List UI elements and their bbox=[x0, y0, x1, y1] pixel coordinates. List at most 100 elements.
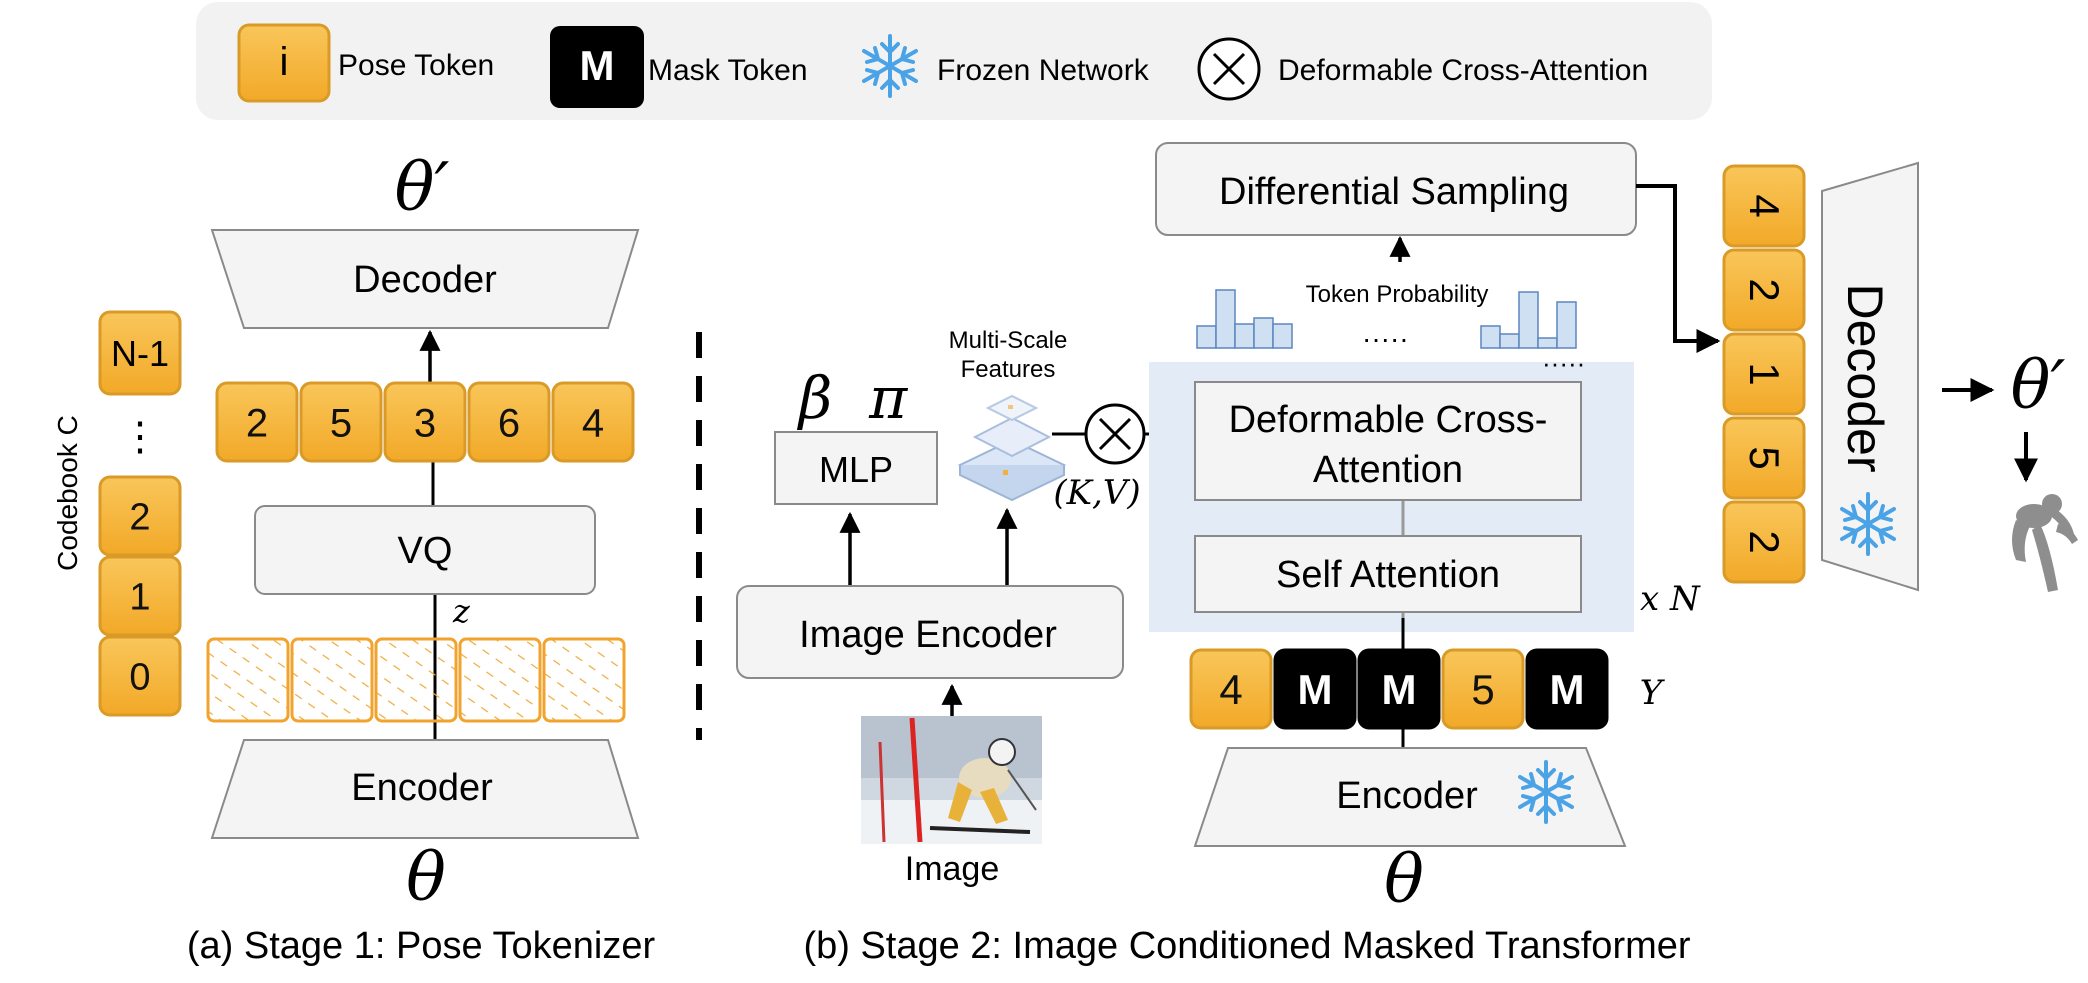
stage1-token-box bbox=[467, 381, 551, 463]
latent-block bbox=[542, 637, 626, 723]
histogram-bar bbox=[1234, 323, 1255, 349]
stage2-beta-pi: β π bbox=[797, 364, 908, 432]
latent-block bbox=[374, 637, 458, 723]
output-token-label: 2 bbox=[1741, 530, 1788, 553]
stage1-token-box bbox=[299, 381, 383, 463]
legend-frozen-label: Frozen Network bbox=[937, 54, 1150, 87]
pose-token-box bbox=[1441, 648, 1525, 730]
stage2-encoder-label: Encoder bbox=[1336, 775, 1478, 817]
output-token: 4 bbox=[1722, 164, 1806, 248]
legend-mask-token-label: Mask Token bbox=[648, 54, 808, 87]
pose-token-label: 4 bbox=[1219, 666, 1242, 713]
input-image-skier bbox=[861, 716, 1042, 844]
multiscale-label-line2: Features bbox=[961, 356, 1056, 383]
histogram-bar bbox=[1499, 333, 1520, 349]
legend-cross-attention-icon bbox=[1197, 37, 1261, 101]
mask-token-box bbox=[1525, 648, 1609, 730]
stage1-z-label: z bbox=[452, 592, 471, 630]
stage1-token-label: 5 bbox=[330, 401, 352, 445]
multiscale-label-line1: Multi-Scale bbox=[949, 327, 1068, 354]
stage1-token-label: 6 bbox=[498, 401, 520, 445]
kv-label: (K,V) bbox=[1053, 473, 1140, 513]
token-probability-histogram-left bbox=[1196, 289, 1293, 349]
stage1-decoder-label: Decoder bbox=[353, 259, 497, 301]
sampling-to-tokens-arrow bbox=[1636, 184, 1721, 353]
stage1-token: 3 bbox=[383, 381, 467, 463]
stage1-token-box bbox=[215, 381, 299, 463]
deformable-cross-attention-line2: Attention bbox=[1313, 449, 1463, 491]
legend-pose-token bbox=[237, 23, 331, 103]
histogram-bar bbox=[1518, 291, 1539, 349]
codebook-token-label: 1 bbox=[129, 577, 150, 619]
deformable-cross-attention-block bbox=[1194, 381, 1582, 501]
stage1-token-label: 3 bbox=[414, 401, 436, 445]
y-label: Y bbox=[1640, 673, 1666, 713]
codebook-token-box bbox=[98, 475, 182, 557]
histogram-bar bbox=[1556, 301, 1577, 349]
legend-pose-token-label: Pose Token bbox=[338, 49, 494, 82]
histogram-bar bbox=[1196, 325, 1217, 349]
stage1-decoder-block bbox=[210, 229, 640, 329]
stage1-token: 4 bbox=[551, 381, 635, 463]
codebook-token-label: 2 bbox=[129, 497, 150, 539]
legend-mask-token-symbol: M bbox=[580, 42, 615, 89]
output-token-label: 5 bbox=[1741, 446, 1788, 469]
stage1-latent-row bbox=[206, 637, 626, 723]
output-token-label: 2 bbox=[1741, 278, 1788, 301]
output-token: 5 bbox=[1722, 416, 1806, 500]
pose-token-label: 5 bbox=[1471, 666, 1494, 713]
stage1-token: 6 bbox=[467, 381, 551, 463]
stage2-encoder-block bbox=[1193, 747, 1627, 847]
codebook-dots: ⋮ bbox=[120, 415, 160, 459]
codebook-token: 0 bbox=[98, 635, 182, 717]
stage1-token: 2 bbox=[215, 381, 299, 463]
output-token-box bbox=[1722, 416, 1806, 500]
codebook-token: 1 bbox=[98, 555, 182, 637]
output-token: 1 bbox=[1722, 332, 1806, 416]
mask-token: M bbox=[1525, 648, 1609, 730]
differential-sampling-block bbox=[1155, 142, 1637, 236]
legend: i Pose Token M Mask Token Frozen Network… bbox=[196, 2, 1712, 120]
image-encoder-block bbox=[736, 585, 1124, 679]
stage2-masked-transformer: β π MLP Multi-Scale Features (K,V) Image… bbox=[736, 142, 2078, 967]
mask-token-label: M bbox=[1298, 666, 1333, 713]
histogram-dots: ····· bbox=[1362, 323, 1409, 354]
stage1-theta-prime: θ′ bbox=[395, 149, 450, 226]
codebook-items: 2 1 0 bbox=[98, 475, 182, 717]
mask-token-box bbox=[1273, 648, 1357, 730]
mask-token-label: M bbox=[1550, 666, 1585, 713]
stage2-output-token-column: 4 2 1 5 2 bbox=[1722, 164, 1806, 584]
image-encoder-label: Image Encoder bbox=[799, 614, 1057, 656]
self-attention-label: Self Attention bbox=[1276, 554, 1500, 596]
self-attention-block bbox=[1194, 535, 1582, 613]
stage1-token-label: 2 bbox=[246, 401, 268, 445]
output-token-label: 1 bbox=[1741, 362, 1788, 385]
pose-token: 5 bbox=[1441, 648, 1525, 730]
mask-token: M bbox=[1357, 648, 1441, 730]
pose-token-box bbox=[1189, 648, 1273, 730]
stage2-theta: θ bbox=[1384, 841, 1424, 918]
histogram-bar bbox=[1537, 337, 1558, 349]
pose-token: 4 bbox=[1189, 648, 1273, 730]
stage1-token: 5 bbox=[299, 381, 383, 463]
transformer-dots-right: ····· bbox=[1542, 348, 1585, 378]
legend-pose-token-symbol: i bbox=[280, 40, 289, 84]
output-token-box bbox=[1722, 500, 1806, 584]
stage1-token-box bbox=[551, 381, 635, 463]
cross-attention-icon bbox=[1084, 403, 1146, 465]
stage1-encoder-label: Encoder bbox=[351, 767, 493, 809]
mask-token-label: M bbox=[1382, 666, 1417, 713]
codebook-token-box bbox=[98, 635, 182, 717]
codebook-top-token bbox=[98, 310, 182, 396]
stage2-input-token-row: 4 M M 5 M bbox=[1189, 648, 1609, 730]
repeat-label: x N bbox=[1640, 579, 1701, 619]
human-mesh-figure bbox=[2012, 494, 2078, 592]
latent-block bbox=[290, 637, 374, 723]
legend-deform-label: Deformable Cross-Attention bbox=[1278, 54, 1648, 87]
stage1-token-box bbox=[383, 381, 467, 463]
multiscale-feature-stack-icon bbox=[957, 394, 1067, 502]
stage2-mlp-block bbox=[774, 431, 938, 505]
token-probability-label: Token Probability bbox=[1306, 281, 1489, 308]
